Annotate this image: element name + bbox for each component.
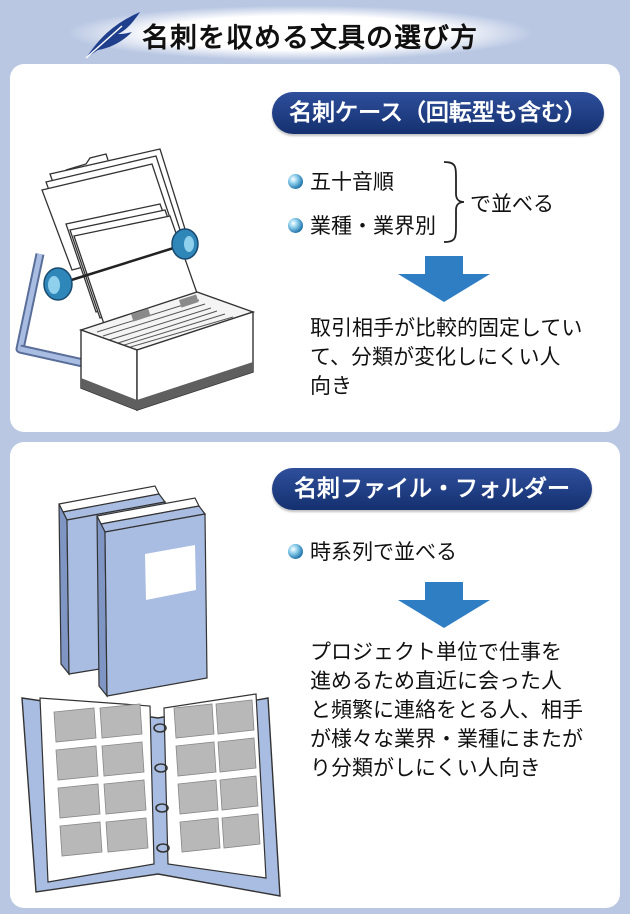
section-heading-case: 名刺ケース（回転型も含む） [272, 92, 604, 134]
card-binder-illustration [58, 485, 208, 698]
description-line: 向き [310, 374, 352, 398]
open-card-album-illustration [21, 693, 281, 897]
section-description: 取引相手が比較的固定してい て、分類が変化しにくい人 向き [310, 314, 610, 401]
page-title: 名刺を収める文具の選び方 [142, 23, 478, 54]
section-card-file: 名刺ファイル・フォルダー 時系列で [10, 442, 620, 908]
description-line: て、分類が変化しにくい人 [310, 345, 561, 369]
description-line: プロジェクト単位で仕事を [310, 640, 562, 664]
section-heading-file: 名刺ファイル・フォルダー [272, 468, 592, 510]
description-line: 取引相手が比較的固定してい [310, 316, 583, 340]
feather-pen-icon [85, 12, 140, 59]
header-glow [70, 6, 530, 60]
section-description: プロジェクト単位で仕事を 進めるため直近に会った人 と頻繁に連絡をとる人、相手 … [310, 638, 616, 783]
rotary-card-file-illustration [15, 148, 210, 374]
bullet-label: 業種・業界別 [310, 214, 436, 238]
header: 名刺を収める文具の選び方 [0, 0, 630, 64]
description-line: 進めるため直近に会った人 [310, 669, 562, 693]
bullet-label: 五十音順 [310, 170, 394, 194]
down-arrow-icon [398, 582, 490, 628]
bullet-item: 時系列で並べる [288, 536, 457, 566]
bullet-item: 業種・業界別 [288, 210, 436, 240]
bullet-item: 五十音順 [288, 166, 394, 196]
description-line: が様々な業界・業種にまたが [310, 727, 583, 751]
description-line: り分類がしにくい人向き [310, 756, 541, 780]
description-line: と頻繁に連絡をとる人、相手 [310, 698, 583, 722]
bullet-dot-icon [288, 543, 303, 559]
bullet-dot-icon [288, 173, 303, 189]
card-box-illustration [78, 291, 256, 412]
curly-brace [443, 161, 465, 243]
down-arrow-icon [398, 256, 490, 302]
bracket-label: で並べる [470, 192, 554, 216]
section-card-case: 名刺ケース（回転型も含む） [10, 64, 620, 432]
bullet-label: 時系列で並べる [310, 540, 457, 564]
bullet-dot-icon [288, 217, 303, 233]
